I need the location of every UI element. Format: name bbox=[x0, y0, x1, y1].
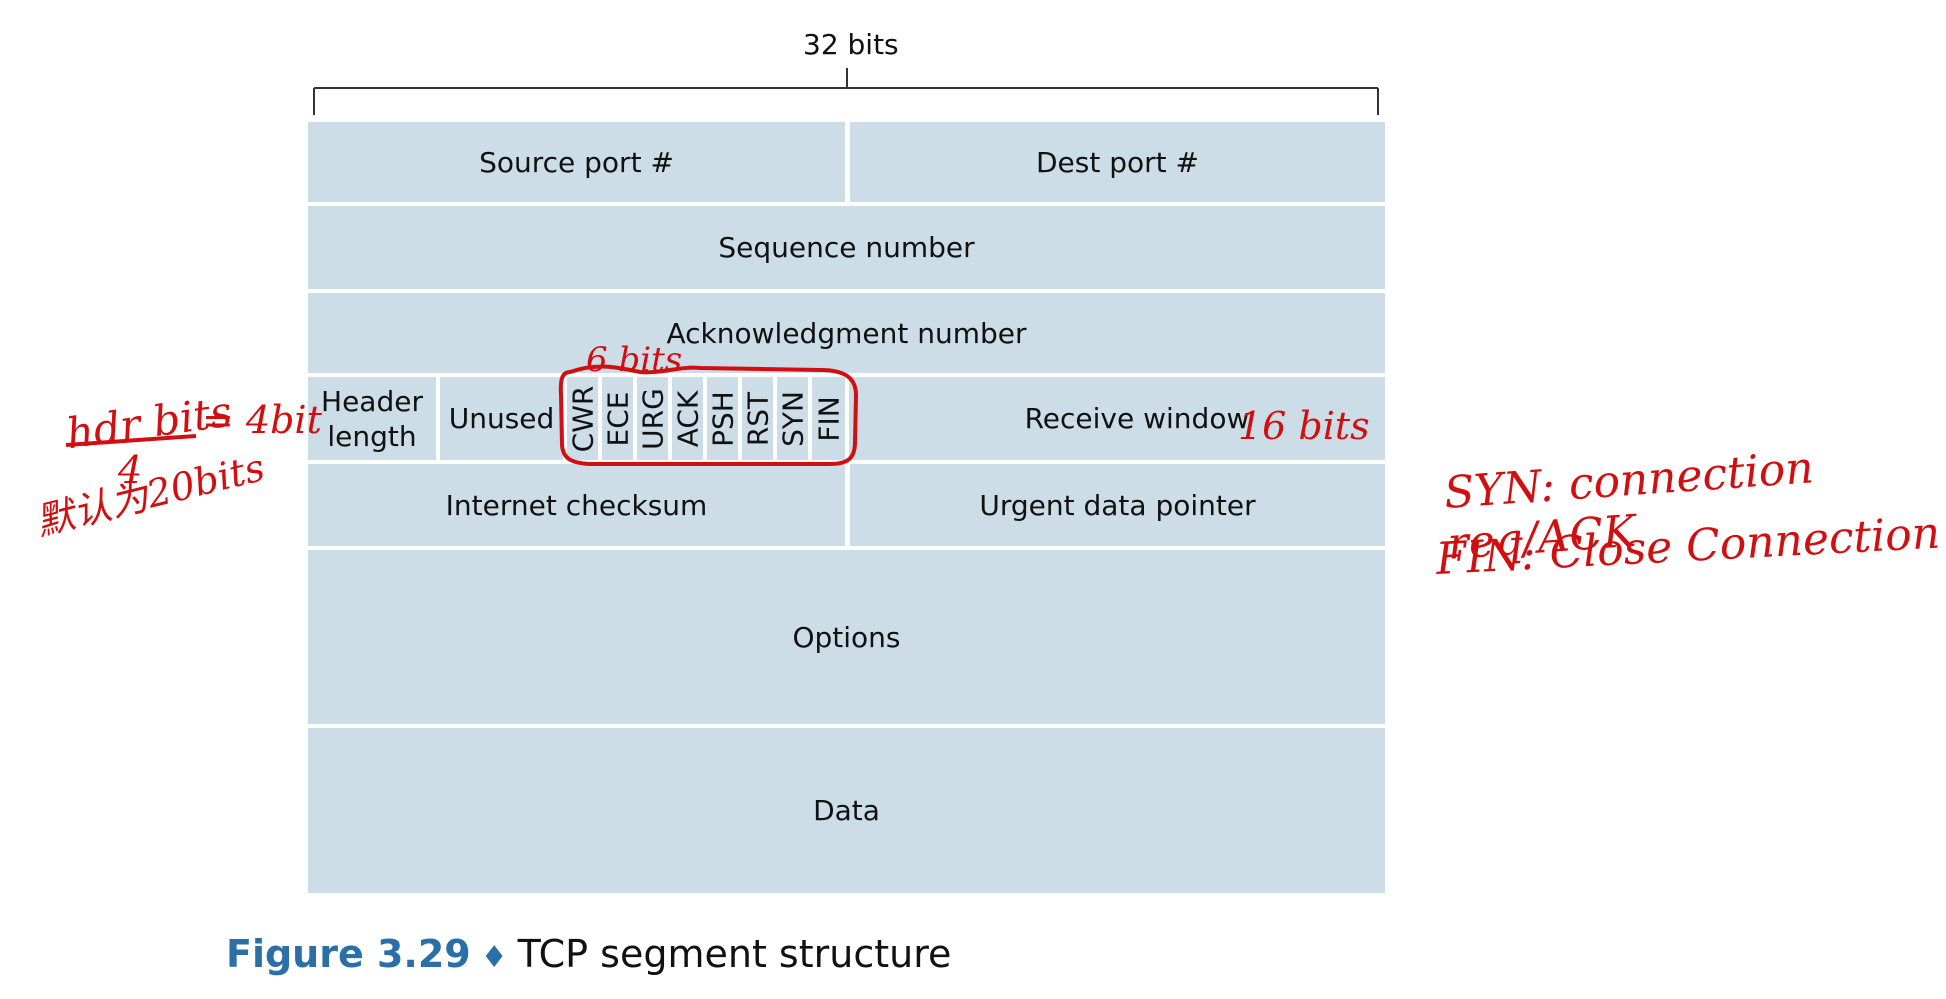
sequence-number-field: Sequence number bbox=[308, 206, 1385, 289]
width-label: 32 bits bbox=[803, 28, 899, 61]
internet-checksum-field: Internet checksum bbox=[308, 464, 845, 546]
flags-bits-note: 6 bits bbox=[586, 340, 683, 380]
flag-syn: SYN bbox=[776, 377, 809, 460]
flag-fin: FIN bbox=[812, 377, 845, 460]
width-bracket bbox=[313, 68, 1379, 115]
flag-rst: RST bbox=[741, 377, 774, 460]
figure-caption: Figure 3.29 ♦ TCP segment structure bbox=[226, 932, 951, 976]
source-port-field: Source port # bbox=[308, 122, 845, 202]
ack-number-field: Acknowledgment number bbox=[308, 293, 1385, 373]
flag-urg: URG bbox=[636, 377, 669, 460]
flag-ece: ECE bbox=[601, 377, 634, 460]
hdr-formula-equals: = 4bit bbox=[202, 398, 322, 442]
data-field: Data bbox=[308, 728, 1385, 893]
header-length-field: Header length bbox=[308, 377, 436, 460]
figure-number: Figure 3.29 bbox=[226, 932, 471, 976]
flag-psh: PSH bbox=[706, 377, 739, 460]
unused-field: Unused bbox=[440, 377, 563, 460]
receive-window-field: Receive window bbox=[849, 377, 1385, 460]
options-field: Options bbox=[308, 550, 1385, 724]
hdr-formula-denominator: 4 bbox=[118, 448, 143, 492]
receive-window-bits-note: 16 bits bbox=[1238, 404, 1370, 448]
caption-text: TCP segment structure bbox=[517, 932, 952, 976]
urgent-pointer-field: Urgent data pointer bbox=[850, 464, 1385, 546]
caption-separator: ♦ bbox=[480, 940, 508, 975]
dest-port-field: Dest port # bbox=[850, 122, 1385, 202]
flag-ack: ACK bbox=[671, 377, 704, 460]
flag-cwr: CWR bbox=[566, 377, 599, 460]
receive-window-label: Receive window bbox=[1024, 402, 1250, 435]
